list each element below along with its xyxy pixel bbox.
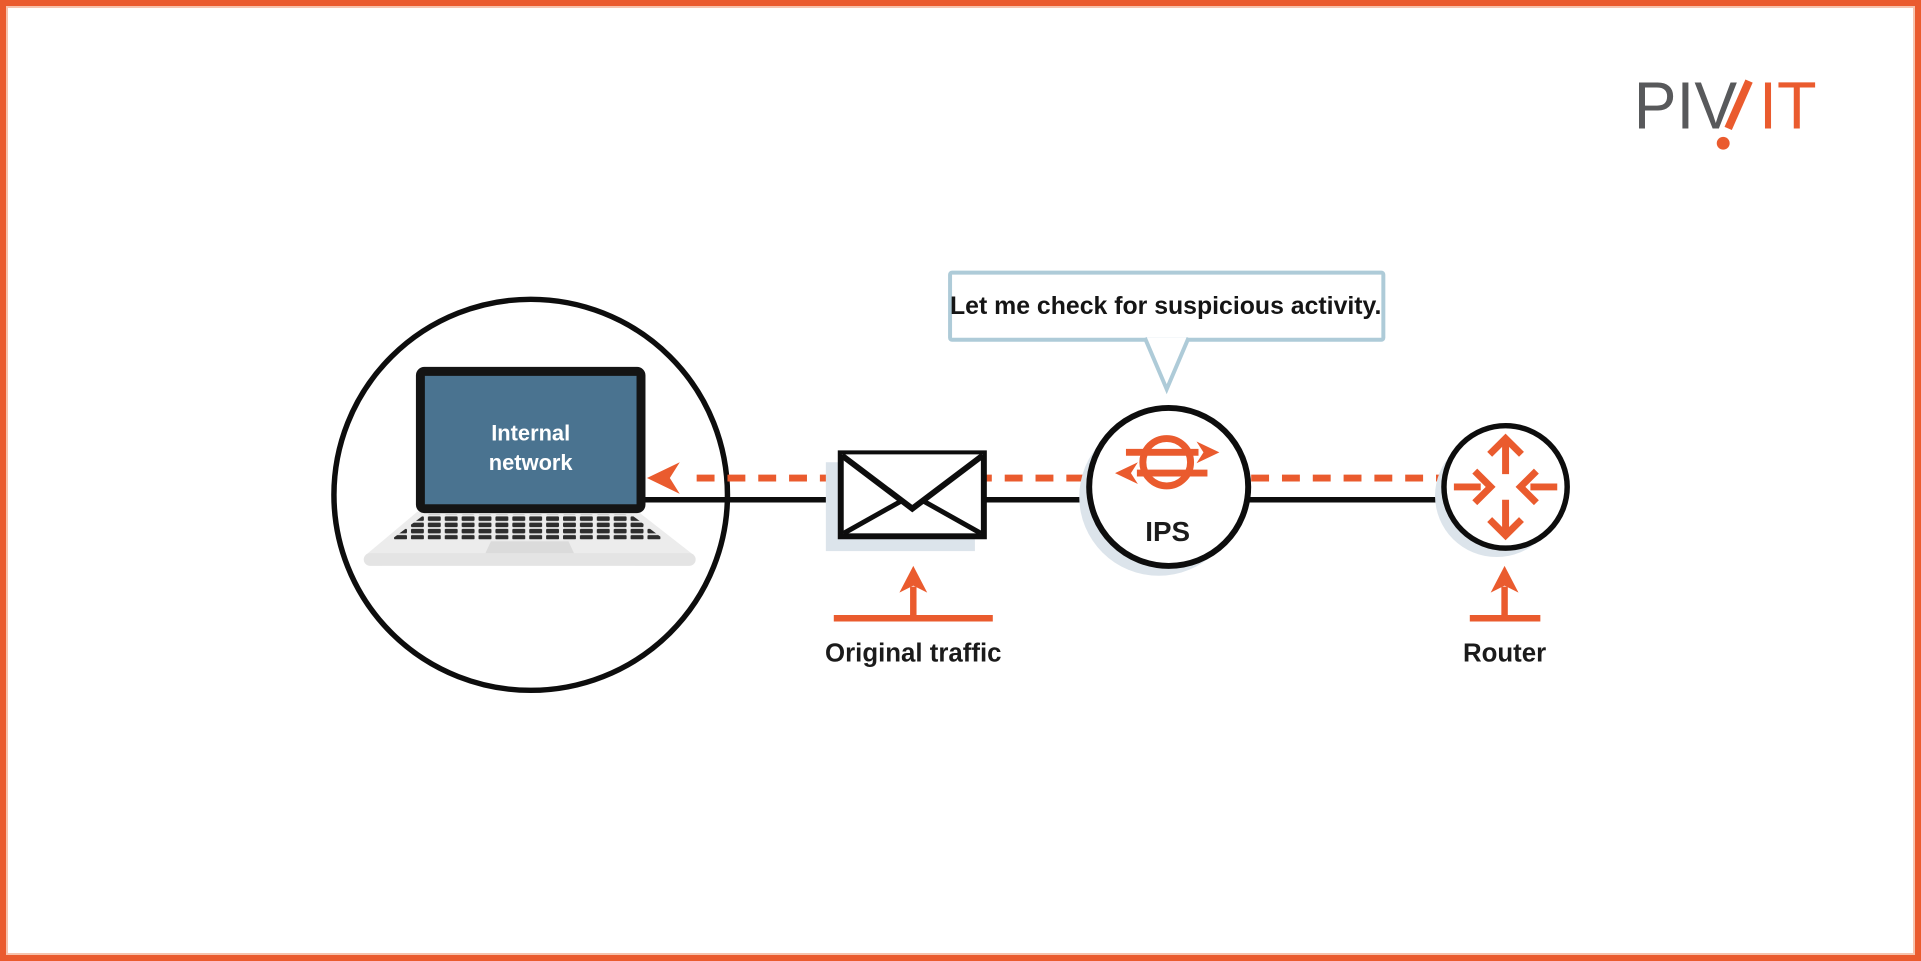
traffic-arrowhead-left-icon <box>646 462 680 494</box>
original-traffic-label: Original traffic <box>825 640 1002 668</box>
internal-network-label-line2: network <box>489 450 574 475</box>
original-traffic-callout: Original traffic <box>825 565 1002 668</box>
internal-network-label-line1: Internal <box>491 421 570 446</box>
router-circle <box>1441 422 1570 551</box>
internal-network-circle <box>331 296 731 694</box>
router-arrows-icon <box>1453 433 1558 541</box>
envelope-icon <box>825 450 987 552</box>
logo-text-gray: PIV <box>1634 69 1737 144</box>
laptop-keyboard <box>391 514 664 540</box>
speech-bubble: Let me check for suspicious activity. <box>948 270 1386 395</box>
network-diagram: Internal network IPS Let me check for su… <box>331 69 1817 694</box>
laptop-icon: Internal network <box>363 366 696 566</box>
router-callout: Router <box>1463 565 1546 668</box>
ips-node: IPS <box>1079 404 1252 576</box>
laptop-trackpad <box>484 541 575 555</box>
up-arrow-marker-icon <box>1469 586 1541 622</box>
speech-bubble-tail <box>1143 337 1191 395</box>
logo-text-orange: IT <box>1759 69 1817 144</box>
laptop-bottom-lip <box>363 553 696 566</box>
slash-exclamation-icon <box>1724 79 1753 131</box>
ips-label: IPS <box>1145 516 1190 547</box>
up-arrow-marker-head <box>899 565 928 593</box>
up-arrow-marker-head <box>1490 565 1519 593</box>
pivit-logo: PIV IT <box>1634 69 1817 150</box>
speech-bubble-text: Let me check for suspicious activity. <box>950 293 1381 320</box>
up-arrow-marker-icon <box>833 586 993 622</box>
laptop-screen <box>415 366 646 514</box>
exclamation-dot-icon <box>1716 136 1730 150</box>
envelope-flap-fill <box>841 454 983 508</box>
router-node <box>1435 422 1570 558</box>
inspection-arrows-icon <box>1115 435 1220 490</box>
envelope-flap <box>839 452 985 513</box>
router-label: Router <box>1463 640 1546 668</box>
